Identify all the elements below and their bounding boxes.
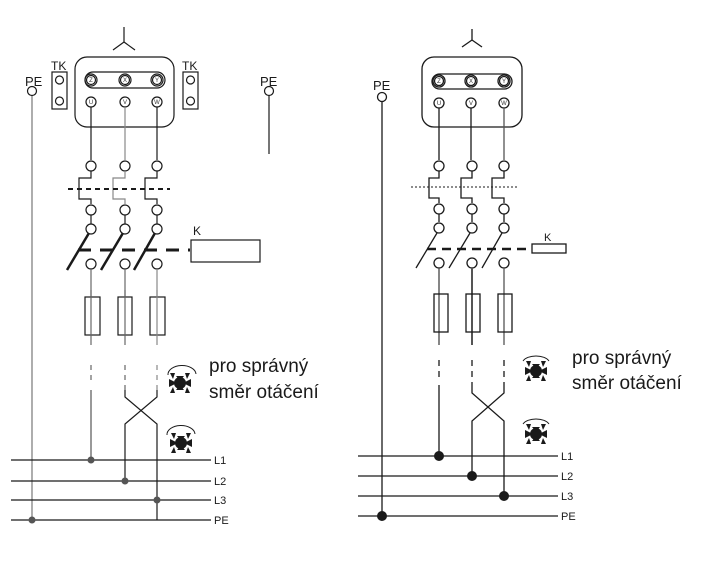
- junction-pe: [28, 516, 36, 524]
- pe-label-left: PE: [25, 74, 43, 89]
- fuses: [84, 290, 166, 345]
- bus-label-pe: PE: [214, 515, 229, 527]
- fan-icon: [167, 364, 197, 393]
- bus-lines-left: [11, 459, 211, 521]
- contactor-coil-right: [531, 243, 567, 254]
- terminal-z: Z: [89, 78, 93, 84]
- contactor: [65, 232, 261, 271]
- junction-l1: [87, 456, 95, 464]
- terminal-v: V: [469, 101, 473, 107]
- pe-terminal-right: [263, 85, 275, 97]
- tk-label-right: TK: [182, 59, 197, 73]
- star-symbol: [112, 27, 136, 51]
- contactor-coil-left: [190, 239, 261, 263]
- contactor-label: K: [544, 232, 552, 244]
- terminal-u: U: [437, 101, 441, 107]
- terminal-v: V: [123, 100, 127, 106]
- bus-label-l3: L3: [561, 491, 573, 503]
- rotation-note-line1: pro správný: [209, 356, 309, 377]
- pe-label: PE: [373, 78, 391, 93]
- rotation-note-line2: směr otáčení: [209, 382, 320, 403]
- junction-l2: [467, 471, 477, 481]
- bus-lines-right: [358, 455, 558, 517]
- tk-right-box: [182, 71, 199, 110]
- tk-left-box: [51, 71, 68, 110]
- contactor: [415, 232, 567, 269]
- fan-icon: [166, 424, 196, 453]
- left-diagram: [11, 27, 275, 524]
- terminal-w: W: [501, 101, 507, 107]
- pe-terminal: [376, 91, 388, 103]
- terminal-x: X: [123, 78, 127, 84]
- terminal-u: U: [89, 100, 93, 106]
- motor-terminal-box: [421, 56, 523, 128]
- terminal-z: Z: [437, 79, 441, 85]
- overload-relay: [411, 160, 519, 234]
- star-symbol: [461, 29, 483, 48]
- terminal-w: W: [154, 100, 160, 106]
- bus-label-l2: L2: [214, 476, 226, 488]
- bus-label-l1: L1: [214, 455, 226, 467]
- right-diagram: [358, 29, 567, 521]
- bus-label-pe: PE: [561, 511, 576, 523]
- star-bridge: [431, 73, 513, 90]
- terminal-y: Y: [155, 78, 159, 84]
- junction-l2: [121, 477, 129, 485]
- junction-l1: [434, 451, 444, 461]
- bus-label-l2: L2: [561, 471, 573, 483]
- fan-icon: [522, 355, 550, 381]
- junction-pe: [377, 511, 387, 521]
- terminal-x: X: [469, 79, 473, 85]
- overload-relay: [68, 160, 170, 235]
- rotation-note-line1: pro správný: [572, 348, 672, 369]
- pe-label-right: PE: [260, 74, 278, 89]
- bus-label-l3: L3: [214, 495, 226, 507]
- junction-l3: [153, 496, 161, 504]
- terminal-y: Y: [502, 79, 506, 85]
- pe-terminal-left: [26, 85, 38, 97]
- fan-icon: [522, 418, 550, 444]
- junction-l3: [499, 491, 509, 501]
- rotation-note-line2: směr otáčení: [572, 373, 683, 394]
- tk-label-left: TK: [51, 59, 66, 73]
- bus-label-l1: L1: [561, 451, 573, 463]
- contactor-label: K: [193, 224, 201, 238]
- fuses: [433, 268, 513, 345]
